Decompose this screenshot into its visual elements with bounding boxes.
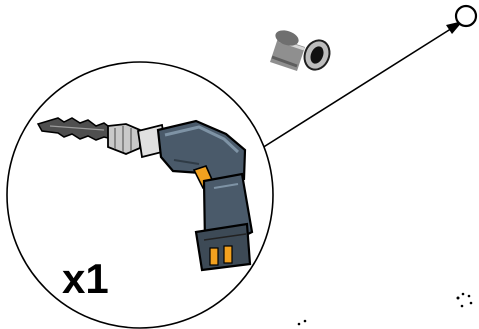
power-drill-icon: [36, 117, 254, 272]
sleeve-bushing-icon: [270, 30, 331, 71]
attachment-point-icon: [454, 4, 478, 28]
screw-holes: [297, 292, 473, 326]
quantity-label: x1: [62, 255, 109, 302]
leader-line: [261, 24, 458, 149]
